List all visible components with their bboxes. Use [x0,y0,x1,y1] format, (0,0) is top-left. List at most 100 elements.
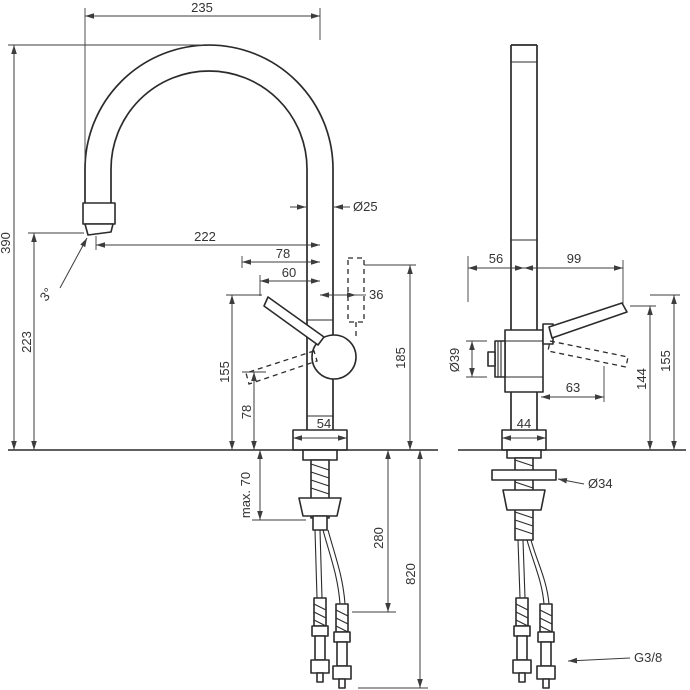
mounting-collar [302,449,338,461]
thread-line [514,527,534,535]
spout-head [82,202,116,225]
fitting-nut [537,631,555,643]
body-knob [487,351,496,367]
supply-hose [327,529,346,605]
fitting-hatch [539,617,553,625]
dim-hose-length-a-label: 280 [371,527,386,549]
stabilizer-plate [491,469,557,481]
supply-hose [319,529,323,599]
dim-handle-low-height-label: 78 [239,405,254,419]
fitting-tip [542,678,550,689]
dim-spout-reach-label: 222 [194,229,216,244]
pullout-spray-dashed [347,257,365,323]
fitting-tip [518,672,526,683]
dim-handle-projection-label: 63 [566,380,580,395]
dim-body-diameter-label: Ø39 [447,348,462,373]
base-escutcheon [292,429,348,451]
hose-fitting [313,597,327,627]
fitting-hatch [313,619,327,627]
mounting-nut [298,497,342,517]
thread-line [310,471,330,479]
fitting-tube [314,635,326,661]
dim-hose-length-b-label: 820 [403,563,418,585]
fitting-tube [540,641,552,667]
fitting-tube [516,635,528,661]
supply-hose [526,539,545,605]
handle-lever-dashed [245,350,318,385]
dim-handle-height-label: 155 [217,361,232,383]
dim-pipe-diameter-label: Ø25 [353,199,378,214]
spout-inner-curve [110,70,308,430]
fitting-hatch [335,609,349,617]
thread-line [310,487,330,495]
fitting-nut [513,625,531,637]
supply-hose [530,539,550,605]
side-view-mounting [491,449,557,689]
mounting-collar [506,449,542,459]
fitting-hatch [515,611,529,619]
fitting-hatch [515,619,529,627]
fitting-tube [336,641,348,667]
side-view-dimensions: 56 99 Ø39 63 144 155 44 Ø34 G3/8 [447,251,680,665]
handle-lever-side [548,302,628,339]
thread-line [514,511,534,519]
fitting-hatch [335,625,349,633]
spout-aerator-tip [84,223,114,236]
thread-line [514,459,534,467]
dim-spout-width-label: 235 [191,0,213,15]
fitting-tip [338,678,346,689]
fitting-nut [333,631,351,643]
dim-connection-thread-label: G3/8 [634,650,662,665]
supply-hose [517,539,521,599]
dim-handle-tip-height-label: 144 [634,368,649,390]
hose-fitting [515,597,529,627]
fitting-hex [512,659,532,674]
thread-line [514,481,534,489]
side-view-faucet [487,44,629,451]
dim-spray-height-label: 185 [393,347,408,369]
fitting-hex [310,659,330,674]
dim-total-height-label: 390 [0,232,13,254]
fitting-nut [311,625,329,637]
dim-outlet-height-label: 223 [19,331,34,353]
dim-flange-diameter-label: Ø34 [588,476,613,491]
supply-hose [314,529,318,599]
base-escutcheon-side [501,429,547,451]
fitting-tip [316,672,324,683]
fitting-hatch [335,617,349,625]
front-view-faucet [82,44,365,451]
fitting-hatch [539,625,553,633]
dim-front-offset-label: 56 [489,251,503,266]
fitting-hex [332,665,352,680]
fitting-hatch [539,609,553,617]
mounting-nut [502,489,546,511]
dim-outlet-angle-label: 3° [37,285,56,304]
fitting-hatch [313,611,327,619]
dim-base-width-label: 54 [317,416,331,431]
mixer-body [504,329,544,393]
front-view-mounting [298,449,352,689]
handle-joint [311,334,357,380]
dim-handle-offset-a-label: 78 [276,246,290,261]
handle-lever-side-dashed [547,340,629,368]
hose-fitting [539,603,553,633]
thread-line [310,479,330,487]
dim-handle-reach-label: 99 [567,251,581,266]
dim-spray-offset-label: 36 [369,287,383,302]
thread-line [310,463,330,471]
front-view-dimensions: 235 390 Ø25 222 78 60 36 3° 223 15 [0,0,428,689]
dim-handle-top-height-label: 155 [658,350,673,372]
body-front-cap [494,340,506,378]
spout-outer-curve [84,44,334,430]
shank-end [312,515,328,531]
supply-hose [522,539,526,599]
fitting-hatch [515,603,529,611]
handle-lever [263,296,325,346]
fitting-hatch [313,603,327,611]
dim-handle-offset-b-label: 60 [282,265,296,280]
dim-base-depth-label: 44 [517,416,531,431]
thread-line [514,519,534,527]
dim-max-counter-thickness-label: max. 70 [238,472,253,518]
